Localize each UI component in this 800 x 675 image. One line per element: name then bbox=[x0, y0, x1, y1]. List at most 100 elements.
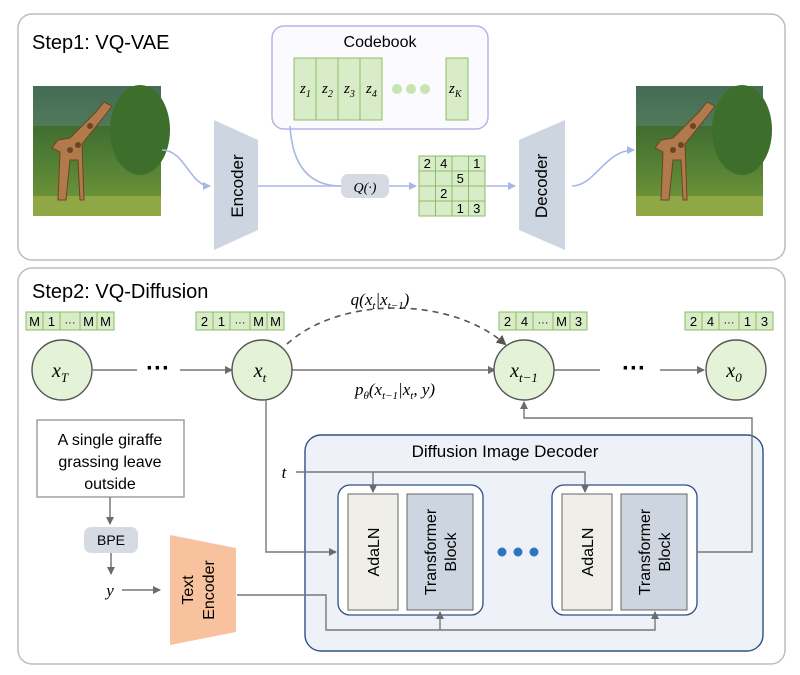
svg-text:x0: x0 bbox=[725, 360, 742, 385]
arrow-t-to-adaln-n bbox=[296, 471, 589, 493]
token-strip-value-xT: ··· bbox=[65, 317, 76, 329]
decoder-block bbox=[519, 120, 565, 250]
codebook-entry-k: zK bbox=[448, 81, 463, 100]
step1-panel bbox=[17, 13, 786, 261]
token-strip-value-xt: M bbox=[253, 314, 264, 329]
token-strip-cell-x0 bbox=[755, 311, 774, 331]
grid-cell bbox=[418, 200, 436, 217]
arrow-decoder-to-image bbox=[571, 146, 635, 187]
arrow-xt-to-decoder bbox=[265, 400, 337, 556]
codebook-entry-2: z2 bbox=[321, 81, 333, 100]
svg-text:xT: xT bbox=[51, 360, 69, 385]
adaln-block-2 bbox=[561, 493, 613, 611]
text-encoder-label-2: Encoder bbox=[201, 560, 218, 620]
grid-cell bbox=[451, 185, 469, 202]
arrow-forward-noising bbox=[286, 307, 507, 346]
grid-cell bbox=[468, 200, 486, 217]
text-prompt-line-1: A single giraffe bbox=[58, 432, 163, 449]
y-label: y bbox=[104, 581, 114, 600]
codebook-entry-3: z3 bbox=[343, 81, 355, 100]
grid-cell-value: 1 bbox=[457, 201, 464, 216]
grid-cell-value: 4 bbox=[440, 156, 447, 171]
token-strip-value-xT: 1 bbox=[48, 314, 55, 329]
token-strip-cell-xT bbox=[96, 311, 115, 331]
layer-dot bbox=[513, 547, 523, 557]
token-strip-value-xT: M bbox=[83, 314, 94, 329]
token-strip-cell-xt bbox=[266, 311, 285, 331]
token-strip-value-xt: M bbox=[270, 314, 281, 329]
grid-cell-value: 2 bbox=[440, 186, 447, 201]
layer-dot bbox=[529, 547, 539, 557]
token-strip-value-xt1: 2 bbox=[504, 314, 511, 329]
decoder-label: Decoder bbox=[532, 154, 551, 219]
grid-cell-value: 1 bbox=[473, 156, 480, 171]
p-label: pθ(xt−1|xt, y) bbox=[354, 380, 435, 402]
grid-cell bbox=[451, 155, 469, 172]
node-xt: xt bbox=[231, 339, 293, 401]
token-strip-value-x0: 1 bbox=[744, 314, 751, 329]
text-prompt-box bbox=[36, 419, 185, 498]
node-xt-minus-1: xt−1 bbox=[493, 339, 555, 401]
codebook-entry-4: z4 bbox=[365, 81, 377, 100]
chain-ellipsis-left: ··· bbox=[146, 355, 170, 382]
adaln-block-1 bbox=[347, 493, 399, 611]
codebook-entry-1: z1 bbox=[299, 81, 311, 100]
codebook-entries: z1 z2 z3 z4 zK bbox=[293, 57, 469, 121]
t-label: t bbox=[282, 463, 288, 482]
giraffe-image-input bbox=[33, 85, 170, 216]
token-strip-value-x0: 4 bbox=[707, 314, 714, 329]
codebook-label: Codebook bbox=[344, 34, 418, 51]
layer-dot bbox=[497, 547, 507, 557]
arrow-codebook-to-quantizer bbox=[289, 125, 342, 187]
step1-title: Step1: VQ-VAE bbox=[32, 32, 169, 54]
transformer-label-2a: Transformer bbox=[637, 508, 654, 595]
q-label: q(xt|xt−1) bbox=[351, 290, 410, 312]
giraffe-image-output bbox=[636, 85, 772, 216]
svg-text:xt−1: xt−1 bbox=[509, 360, 538, 385]
transformer-label-2b: Block bbox=[657, 531, 674, 571]
grid-cell-value: 5 bbox=[457, 171, 464, 186]
grid-cell bbox=[418, 185, 436, 202]
transformer-block-1 bbox=[406, 493, 474, 611]
adaln-label-1: AdaLN bbox=[366, 528, 383, 577]
token-strip-value-xt1: 4 bbox=[521, 314, 528, 329]
codebook-dot bbox=[420, 84, 430, 94]
quantizer-label: Q(·) bbox=[354, 181, 377, 196]
step2-title: Step2: VQ-Diffusion bbox=[32, 281, 208, 303]
adaln-label-2: AdaLN bbox=[580, 528, 597, 577]
codebook-dot bbox=[406, 84, 416, 94]
token-strip-cell-xt1 bbox=[569, 311, 588, 331]
diffusion-decoder-title: Diffusion Image Decoder bbox=[412, 442, 599, 461]
text-encoder-label-1: Text bbox=[180, 575, 197, 605]
token-strip-value-xt: 2 bbox=[201, 314, 208, 329]
text-prompt-line-3: outside bbox=[84, 476, 136, 493]
grid-cell bbox=[418, 170, 436, 187]
arrow-decoder-to-xt-minus-1 bbox=[520, 401, 753, 553]
transformer-label-1b: Block bbox=[443, 531, 460, 571]
quantizer-box bbox=[341, 174, 389, 198]
grid-cell-value: 3 bbox=[473, 201, 480, 216]
token-strip-value-xt: 1 bbox=[218, 314, 225, 329]
token-strip-value-xT: M bbox=[29, 314, 40, 329]
bpe-label: BPE bbox=[97, 532, 125, 548]
token-strip-value-xt: ··· bbox=[235, 317, 246, 329]
codebook-dot bbox=[392, 84, 402, 94]
token-strip-value-x0: 2 bbox=[690, 314, 697, 329]
node-x0: x0 bbox=[705, 339, 767, 401]
transformer-label-1a: Transformer bbox=[423, 508, 440, 595]
svg-text:xt: xt bbox=[253, 360, 267, 385]
token-strip-value-x0: 3 bbox=[761, 314, 768, 329]
grid-cell bbox=[468, 170, 486, 187]
text-encoder-block bbox=[170, 535, 236, 645]
encoder-block bbox=[214, 120, 258, 250]
token-strip-value-x0: ··· bbox=[724, 317, 735, 329]
bpe-box bbox=[84, 527, 138, 553]
arrow-text-to-transformer-n bbox=[237, 594, 659, 631]
arrow-image-to-encoder bbox=[161, 149, 211, 190]
grid-cell bbox=[435, 200, 453, 217]
text-prompt-line-2: grassing leave bbox=[58, 454, 161, 471]
grid-cell bbox=[435, 170, 453, 187]
node-xT: xT bbox=[31, 339, 93, 401]
